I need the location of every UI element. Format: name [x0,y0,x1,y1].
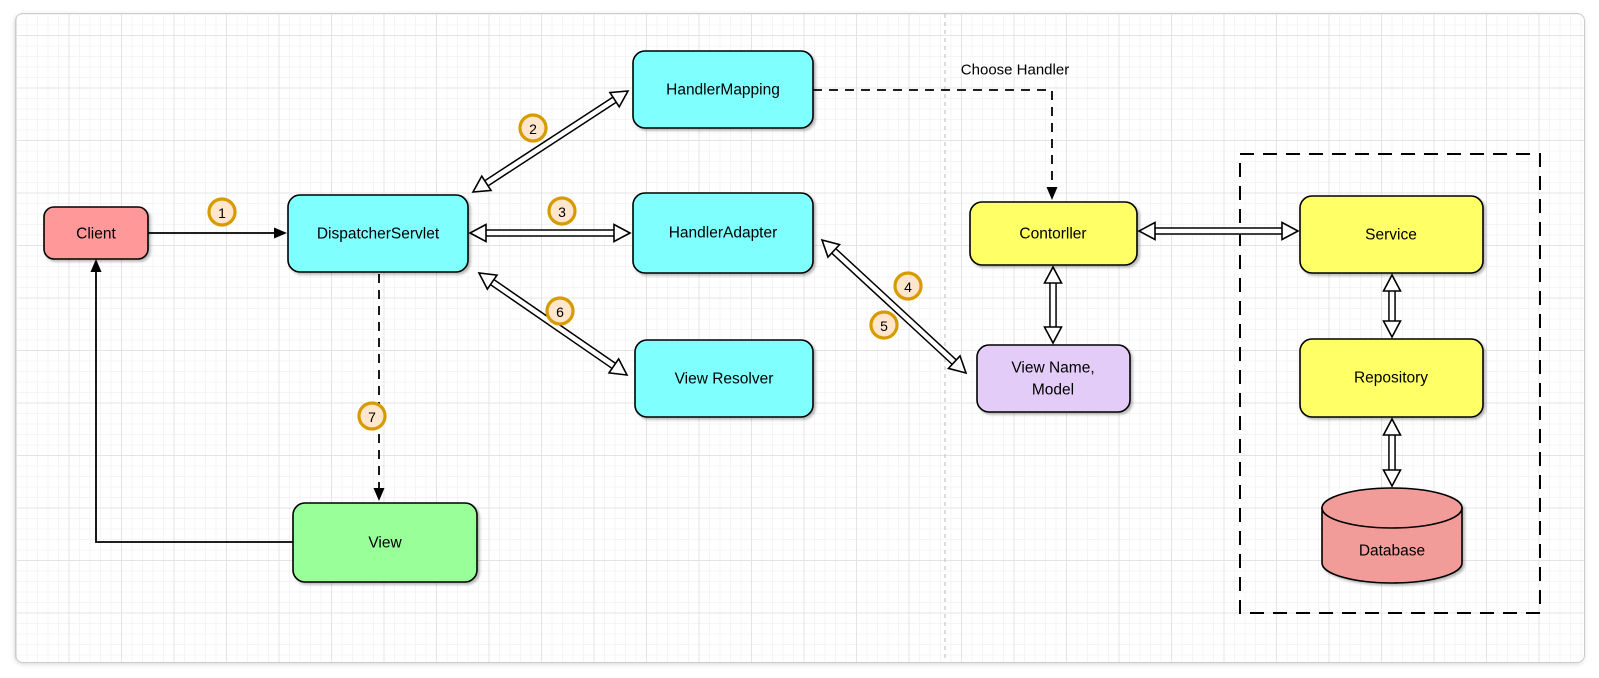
arrowhead-open [1382,469,1402,488]
arrowhead-open [1043,265,1063,284]
step-badge-number: 1 [218,205,226,221]
arrowhead-open [613,223,632,243]
handler-adapter-box[interactable] [632,192,814,274]
step-badge-number: 3 [558,204,566,220]
arrowhead [1046,187,1058,200]
edge-controller-viewnamemodel[interactable] [1043,265,1063,345]
step-badge-5[interactable]: 5 [869,310,899,340]
view-name-model-label-line1: View Name, [1011,360,1094,377]
arrowhead-open [607,357,629,376]
edge-handleradapter-viewnamemodel[interactable] [820,238,968,375]
repository-label: Repository [1354,370,1428,387]
arrowhead-open [1137,221,1156,241]
view-name-model-box[interactable] [976,344,1131,413]
controller-node[interactable]: Contorller [969,201,1138,266]
step-badge-7[interactable]: 7 [357,401,387,431]
step-badge-4[interactable]: 4 [893,271,923,301]
arrowhead-open [1281,221,1300,241]
service-box[interactable] [1299,195,1484,274]
service-node[interactable]: Service [1299,195,1484,274]
edge-line[interactable] [95,272,293,543]
controller-box[interactable] [969,201,1138,266]
step-badge-number: 7 [368,409,376,425]
edge-service-repository[interactable] [1382,273,1402,339]
edge-client-dispatcher[interactable] [148,227,287,239]
view-name-model-node[interactable]: View Name, Model [976,344,1131,413]
step-badge-number: 6 [556,304,564,320]
edge-view-client[interactable] [90,259,294,543]
step-badge-circle[interactable] [518,113,548,143]
edge-controller-service[interactable] [1137,221,1300,241]
view-name-model-label-line2: Model [1032,382,1074,399]
arrowhead-open [1382,320,1402,339]
arrowhead-open [608,90,630,109]
arrowhead [373,488,385,501]
controller-label: Contorller [1019,226,1086,243]
handler-mapping-label: HandlerMapping [666,82,780,99]
edge-shaft-fill [490,280,616,368]
view-label: View [368,535,402,552]
view-node[interactable]: View [292,502,478,583]
dispatcher-servlet-label: DispatcherServlet [317,226,440,243]
database-label: Database [1359,543,1425,560]
dispatcher-servlet-box[interactable] [287,194,469,273]
service-label: Service [1365,227,1417,244]
edge-shaft-fill [832,249,956,364]
edge-dispatcher-view[interactable] [373,274,385,501]
step-badge-3[interactable]: 3 [547,196,577,226]
handler-adapter-label: HandlerAdapter [669,225,778,242]
arrowhead-open [946,354,968,375]
handler-mapping-box[interactable] [632,50,814,129]
view-box[interactable] [292,502,478,583]
repository-box[interactable] [1299,338,1484,418]
database-cylinder-top[interactable] [1321,487,1463,529]
step-badge-number: 4 [904,279,912,295]
backend-group-container[interactable] [1239,153,1541,614]
view-resolver-label: View Resolver [675,371,774,388]
client-label: Client [76,226,116,243]
edge-handlermapping-controller-choose-handler[interactable] [813,89,1058,200]
view-resolver-node[interactable]: View Resolver [634,339,814,418]
arrowhead-open [1382,273,1402,292]
step-badge-number: 5 [880,318,888,334]
edge-line[interactable] [813,89,1053,187]
step-badge-number: 2 [529,121,537,137]
arrowhead-open [1043,326,1063,345]
arrowhead-open [1382,417,1402,436]
step-badge-circle[interactable] [893,271,923,301]
choose-handler-annotation: Choose Handler [961,62,1069,79]
step-badge-1[interactable]: 1 [207,197,237,227]
edge-dispatcher-handleradapter[interactable] [468,223,632,243]
step-badge-6[interactable]: 6 [545,296,575,326]
step-badge-2[interactable]: 2 [518,113,548,143]
step-badge-circle[interactable] [207,197,237,227]
arrowhead [274,227,287,239]
step-badge-circle[interactable] [547,196,577,226]
database-cylinder-body[interactable] [1321,507,1463,584]
edge-shaft-fill [485,97,616,186]
repository-node[interactable]: Repository [1299,338,1484,418]
view-resolver-box[interactable] [634,339,814,418]
arrowhead-open [477,272,499,291]
step-badge-circle[interactable] [357,401,387,431]
dispatcher-servlet-node[interactable]: DispatcherServlet [287,194,469,273]
edge-dispatcher-handlermapping[interactable] [471,90,630,193]
client-box[interactable] [43,206,149,260]
edge-dispatcher-viewresolver[interactable] [477,272,629,376]
edge-repository-database[interactable] [1382,417,1402,488]
arrowhead [90,259,102,272]
database-node[interactable]: Database [1321,487,1463,584]
handler-mapping-node[interactable]: HandlerMapping [632,50,814,129]
step-badge-circle[interactable] [869,310,899,340]
arrowhead-open [820,238,842,259]
arrowhead-open [468,223,487,243]
client-node[interactable]: Client [43,206,149,260]
step-badge-circle[interactable] [545,296,575,326]
handler-adapter-node[interactable]: HandlerAdapter [632,192,814,274]
arrowhead-open [471,174,493,193]
